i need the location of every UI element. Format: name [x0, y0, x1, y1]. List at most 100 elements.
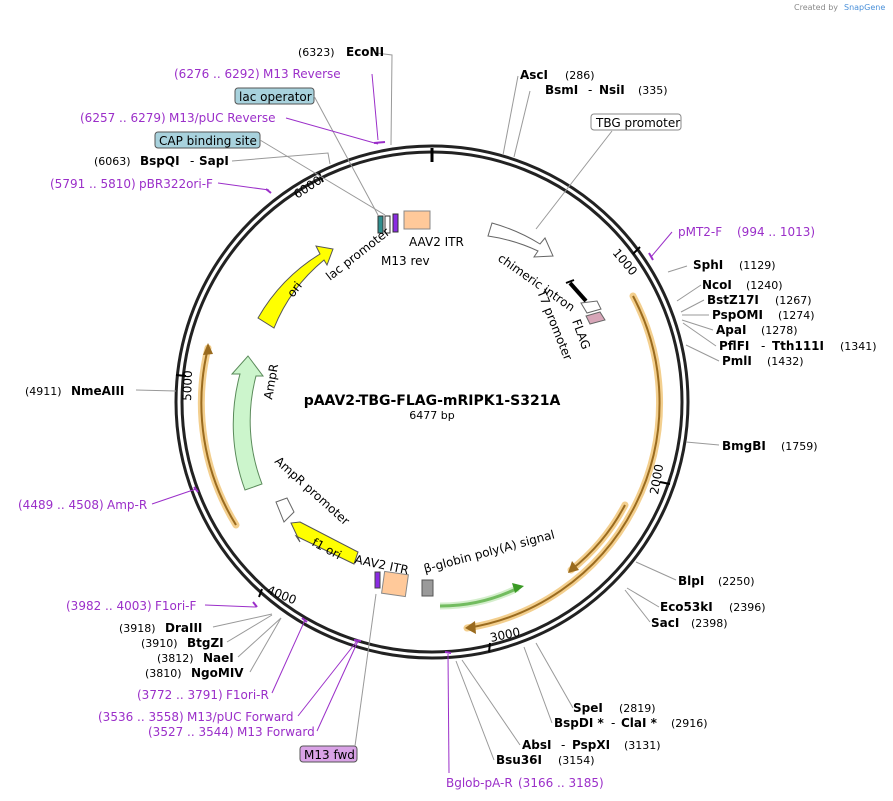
- primer-m13-reverse-name: M13 Reverse: [263, 67, 341, 81]
- enzyme-draiii-name: DraIII: [165, 621, 202, 635]
- t7-promoter-arrow: [580, 300, 602, 314]
- feature-m13-rev-label: M13 rev: [381, 254, 430, 268]
- aav2-itr-bottom-marker: [374, 571, 381, 589]
- primer-marks: [193, 141, 654, 654]
- enzyme-ncoi-name: NcoI: [702, 278, 732, 292]
- enzyme-blpi-pos: (2250): [718, 575, 755, 588]
- enzyme-clai-name: ClaI *: [621, 716, 658, 730]
- leader-lines: [135, 52, 720, 761]
- primer-m13-forward-range: (3527 .. 3544): [148, 725, 234, 739]
- tick-marks: [175, 172, 671, 653]
- primer-m13-puc-forward-name: M13/pUC Forward: [187, 710, 294, 724]
- enzyme-econi-pos: (6323): [298, 46, 335, 59]
- polya-grey-box: [421, 579, 434, 597]
- chimeric-intron-arrow: [487, 222, 554, 258]
- brand-created-by: Created by: [794, 3, 838, 12]
- enzyme-pspxi-name: PspXI: [572, 738, 610, 752]
- enzyme-spei-pos: (2819): [619, 702, 656, 715]
- primer-f1ori-f-name: F1ori-F: [155, 599, 196, 613]
- m13-fwd-leader: [354, 593, 377, 747]
- enzyme-absi-pos: (3131): [624, 739, 661, 752]
- primer-labels: (6276 .. 6292) M13 Reverse (6257 .. 6279…: [18, 67, 815, 790]
- enzyme-pflfi-name: PflFI: [719, 339, 749, 353]
- enzyme-bspdi-name: BspDI *: [554, 716, 604, 730]
- enzyme-pmli-name: PmlI: [722, 354, 752, 368]
- primer-pmt2-f-range: (994 .. 1013): [737, 225, 815, 239]
- orf-arc-left-core: [200, 347, 237, 526]
- cap-site-marker: [384, 215, 391, 234]
- orf-arc-left: [197, 344, 240, 529]
- primer-leader-lines: [151, 73, 673, 774]
- primer-m13-reverse-range: (6276 .. 6292): [174, 67, 260, 81]
- primer-f1ori-r-name: F1ori-R: [226, 688, 269, 702]
- enzyme-bmgbi-pos: (1759): [781, 440, 818, 453]
- feature-aav2-itr-left-label: AAV2 ITR: [353, 552, 410, 577]
- primer-amp-r-range: (4489 .. 4508): [18, 498, 104, 512]
- feature-chimeric-intron-label: chimeric intron: [495, 251, 577, 314]
- enzyme-bspqi-pos: (6063): [94, 155, 131, 168]
- primer-f1ori-r-range: (3772 .. 3791): [137, 688, 223, 702]
- enzyme-bsu36i-pos: (3154): [558, 754, 595, 767]
- ampr-promoter-arrow: [275, 497, 295, 523]
- enzyme-btgzi-name: BtgZI: [187, 636, 224, 650]
- f1-ori-arrow: [290, 521, 359, 565]
- t7-promoter-cap: [565, 279, 575, 284]
- beta-globin-arrow-glow: [439, 584, 520, 610]
- enzyme-nmeaiii-name: NmeAIII: [71, 384, 124, 398]
- enzyme-pspomi-name: PspOMI: [712, 308, 763, 322]
- beta-globin-arrowhead: [512, 583, 524, 593]
- enzyme-econi-name: EcoNI: [346, 45, 384, 59]
- enzyme-bsmi-name: BsmI: [545, 83, 578, 97]
- enzyme-bsmi-pos: (335): [638, 84, 668, 97]
- plasmid-name: pAAV2-TBG-FLAG-mRIPK1-S321A: [304, 393, 561, 409]
- enzyme-spei-name: SpeI: [573, 701, 603, 715]
- feature-ampr-label: AmpR: [261, 363, 281, 401]
- tbg-promoter-leader: [535, 130, 613, 230]
- enzyme-pspomi-pos: (1274): [778, 309, 815, 322]
- tick-3000: 3000: [489, 625, 522, 645]
- enzyme-asci-name: AscI: [520, 68, 548, 82]
- enzyme-labels: (6323) EcoNI AscI (286) BsmI - NsiI (335…: [25, 45, 877, 767]
- enzyme-sphi-name: SphI: [693, 258, 723, 272]
- m13-fwd-box: [299, 745, 358, 763]
- enzyme-bmgbi-name: BmgBI: [722, 439, 766, 453]
- enzyme-eco53ki-name: Eco53kI: [660, 600, 713, 614]
- enzyme-bspqi-sep: -: [190, 154, 194, 168]
- enzyme-nmeaiii-pos: (4911): [25, 385, 62, 398]
- enzyme-bspqi-name: BspQI: [140, 154, 180, 168]
- feature-tbg-promoter-label: TBG promoter: [595, 116, 680, 130]
- enzyme-absi-name: AbsI: [522, 738, 551, 752]
- backbone-outer: [174, 144, 690, 660]
- enzyme-naei-pos: (3812): [157, 652, 194, 665]
- cap-site-leader: [259, 139, 386, 216]
- orf-arc-right-arrow: [465, 621, 476, 634]
- enzyme-ngomiv-name: NgoMIV: [191, 666, 244, 680]
- enzyme-sapi-name: SapI: [199, 154, 229, 168]
- enzyme-pflfi-sep: -: [761, 339, 765, 353]
- enzyme-bstz17i-pos: (1267): [775, 294, 812, 307]
- ampr-arrow: [230, 355, 264, 491]
- brand-snapgene: SnapGene: [844, 3, 885, 12]
- enzyme-pmli-pos: (1432): [767, 355, 804, 368]
- enzyme-saci-name: SacI: [651, 616, 679, 630]
- primer-pbr322ori-f-name: pBR322ori-F: [139, 177, 213, 191]
- primer-m13-puc-reverse-name: M13/pUC Reverse: [169, 111, 276, 125]
- orf-arc-left-arrow: [203, 343, 213, 355]
- m13-rev-marker: [392, 213, 399, 233]
- enzyme-apai-name: ApaI: [716, 323, 746, 337]
- enzyme-bsu36i-name: Bsu36I: [496, 753, 542, 767]
- orf-arc-inner-right-core: [570, 504, 626, 571]
- enzyme-asci-pos: (286): [565, 69, 595, 82]
- lac-operator-leader: [313, 95, 379, 216]
- enzyme-btgzi-pos: (3910): [141, 637, 178, 650]
- plasmid-length: 6477 bp: [409, 409, 454, 422]
- enzyme-ncoi-pos: (1240): [746, 279, 783, 292]
- enzyme-bspdi-pos: (2916): [671, 717, 708, 730]
- enzyme-apai-pos: (1278): [761, 324, 798, 337]
- enzyme-bstz17i-name: BstZ17I: [707, 293, 759, 307]
- feature-lac-operator-label: lac operator: [239, 90, 312, 104]
- orf-arc-inner-right-arrow: [568, 561, 579, 573]
- primer-m13-puc-reverse-range: (6257 .. 6279): [80, 111, 166, 125]
- feature-cap-binding-site-label: CAP binding site: [159, 134, 257, 148]
